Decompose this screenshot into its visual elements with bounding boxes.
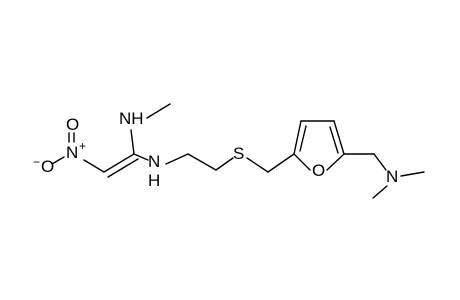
bond-furan-c2-o (293, 153, 311, 171)
bond-nitro-n-ch (83, 159, 105, 173)
atom-nitro-o-top: O (66, 115, 79, 134)
atom-nitro-o-left: O (41, 157, 54, 176)
atom-nh-methyl: NH (119, 109, 144, 128)
bond-amine-methyl-down (372, 185, 388, 199)
atom-nitro-minus: − (33, 155, 40, 169)
bond-c-nh-methyl (130, 129, 135, 155)
bond-s-ch2 (246, 157, 269, 173)
atom-nitro-plus: + (79, 139, 86, 153)
bond-furan-c5-c4 (333, 120, 345, 155)
bond-cc-double-a (103, 153, 135, 173)
bond-furan-c5-c4-inner (329, 126, 339, 154)
bond-c-nh-chain (133, 153, 149, 161)
bond-ch2-s (215, 157, 234, 171)
bond-ch2-amine (373, 153, 387, 171)
atom-nitro-n: N (66, 143, 78, 162)
bond-nh-ch2 (165, 153, 189, 165)
atom-thioether-s: S (233, 144, 244, 163)
atom-amine-n: N (386, 167, 398, 186)
atom-nh-chain-h: H (148, 171, 160, 190)
bond-furan-o-c5 (326, 153, 345, 171)
bond-cc-double-b (107, 158, 139, 178)
bond-ch2-ch2 (187, 153, 217, 171)
bond-furan-c3-c2 (293, 120, 302, 155)
bonds (51, 103, 425, 199)
bond-nitro-n-o-left (51, 156, 65, 165)
atom-labels: O N + O − NH N H S O N (33, 109, 398, 190)
bond-ch2-furan (267, 153, 295, 173)
bond-furan-c3-c2-inner (299, 125, 307, 152)
bond-nh-methyl (146, 103, 171, 119)
atom-nh-chain-n: N (148, 152, 160, 171)
atom-furan-o: O (312, 161, 325, 180)
bond-amine-methyl-right (400, 171, 425, 177)
